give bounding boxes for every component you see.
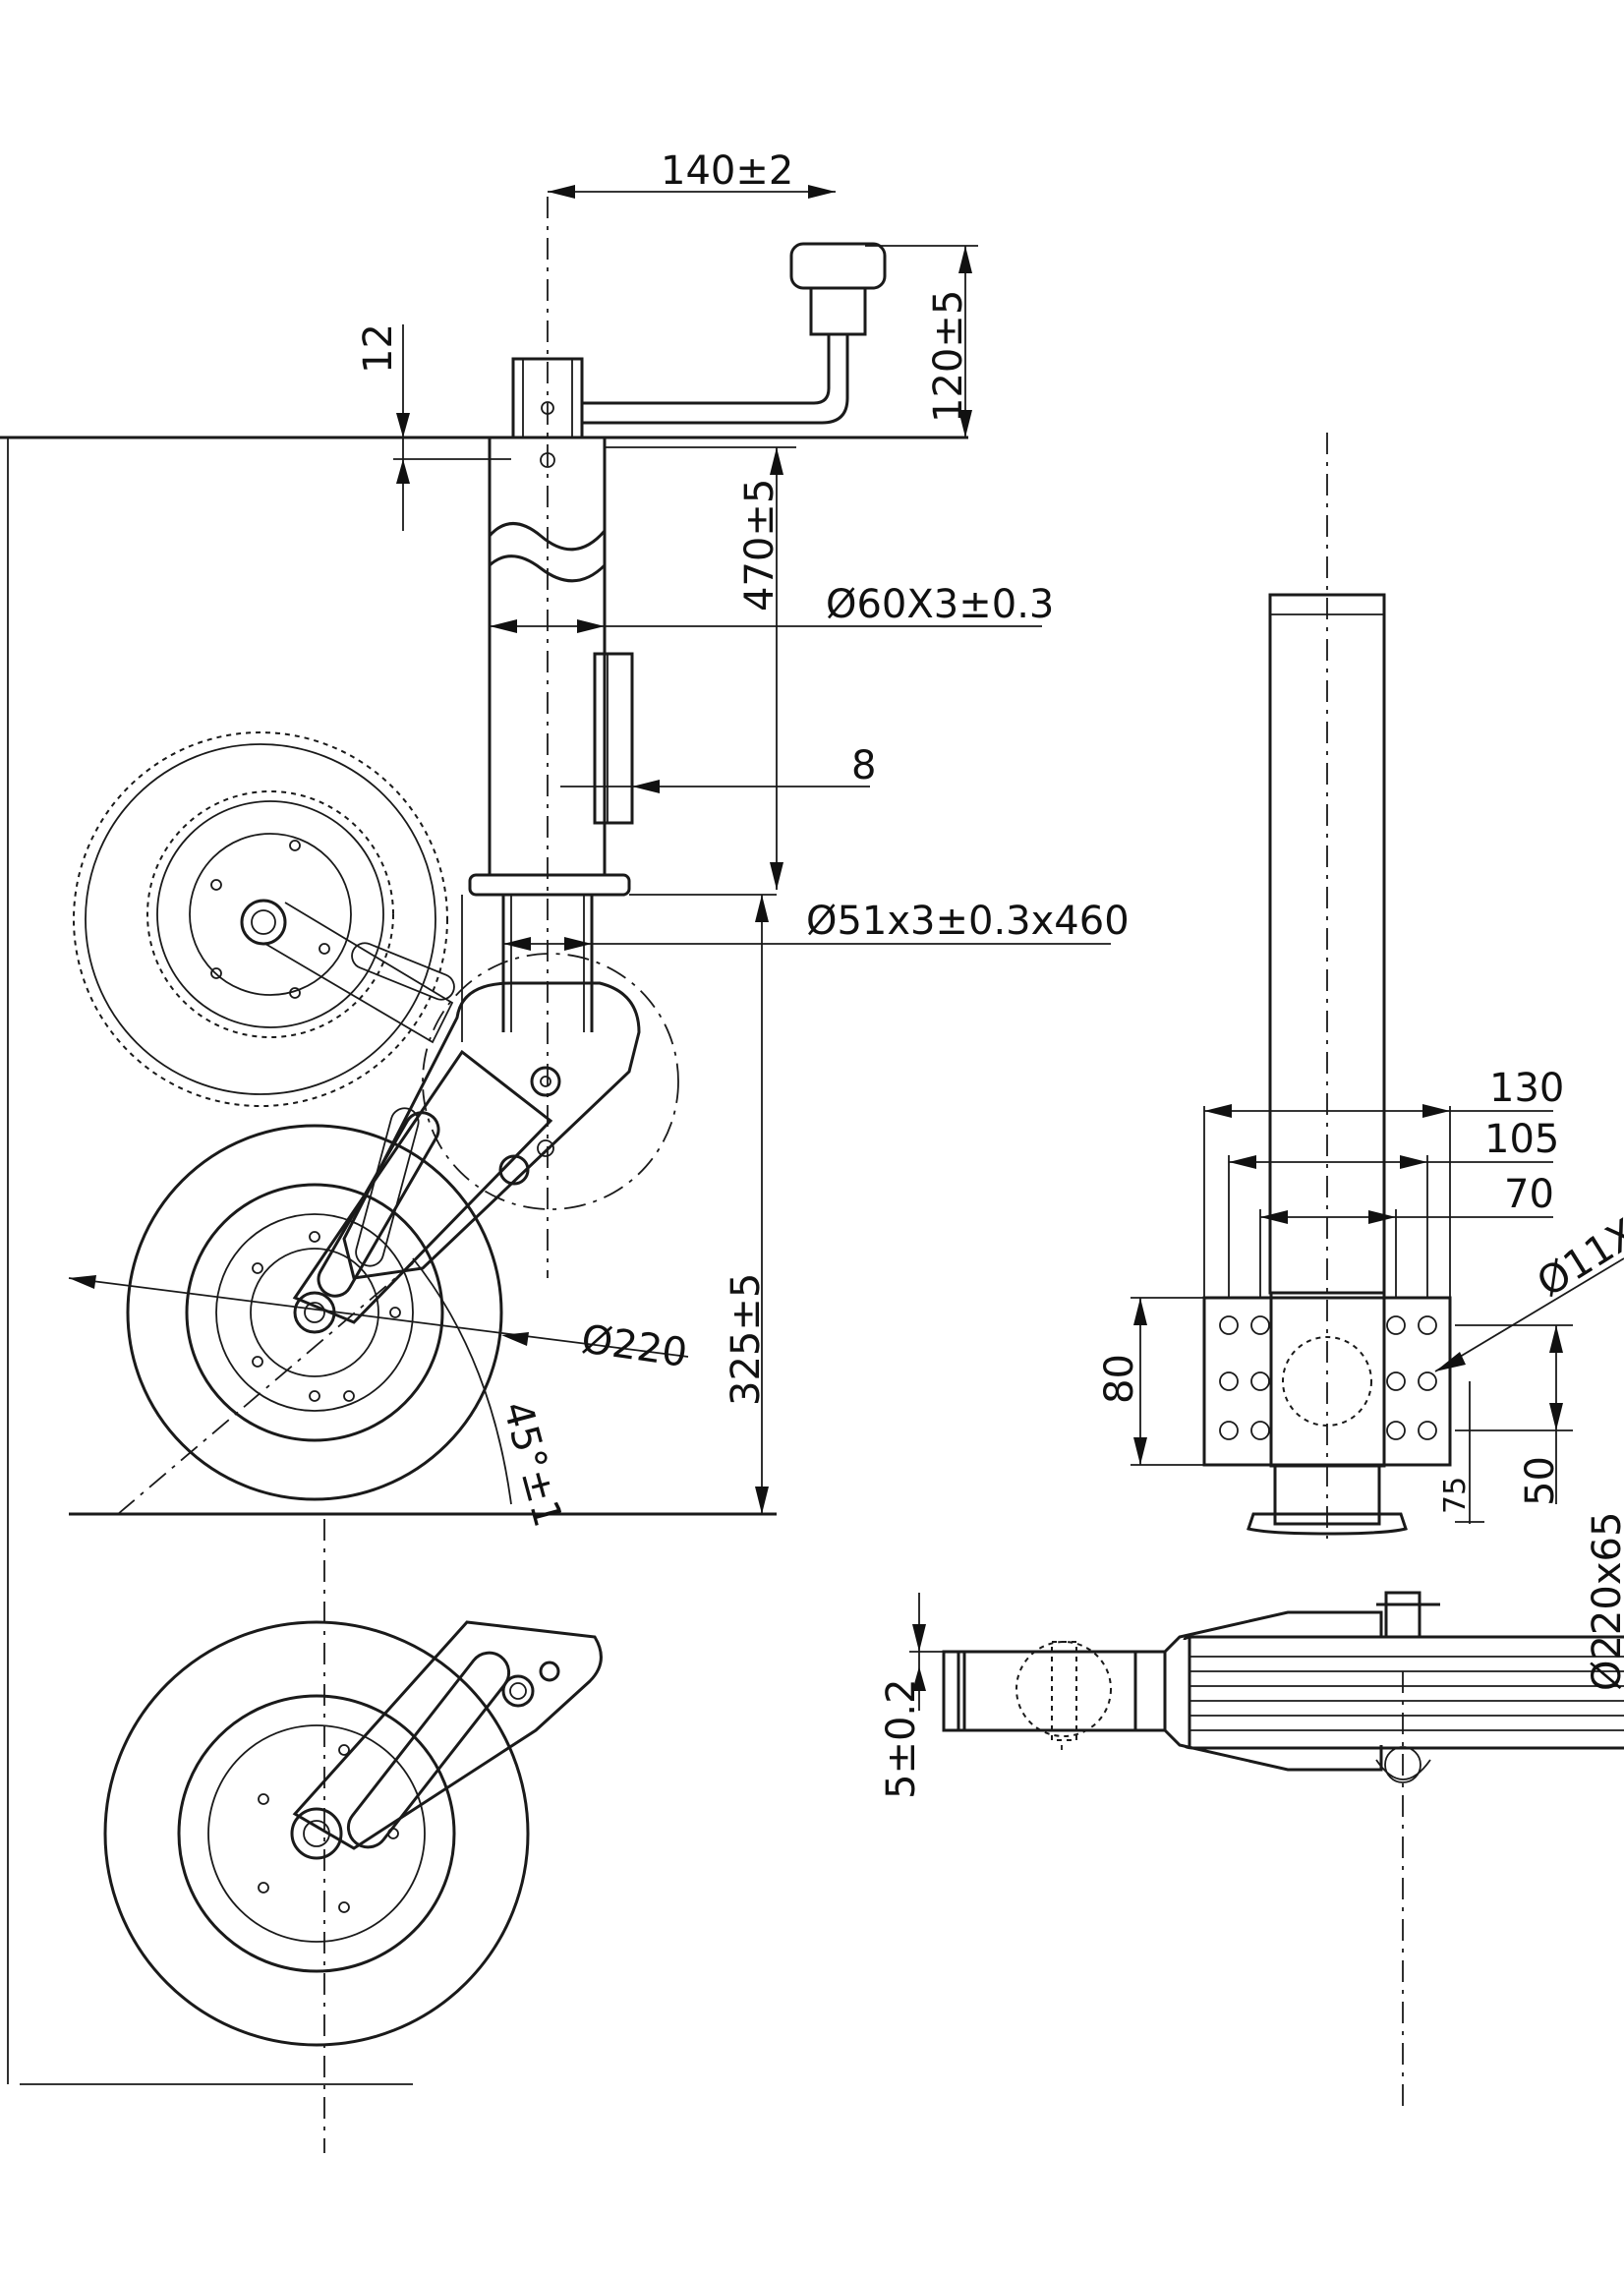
dim-hole-dia: Ø11X	[1530, 1210, 1624, 1306]
dim-plate-thk: 5±0.2	[879, 1678, 924, 1799]
clamp-front-view: 130 105 70 Ø11X 80 50 75	[1097, 433, 1624, 1539]
dim-tyre: Ø220x65	[1585, 1512, 1624, 1691]
dim-inner-tube: Ø51x3±0.3x460	[806, 899, 1130, 944]
dim-hole-pitch: 50	[1518, 1456, 1563, 1506]
dim-flange-h: 80	[1097, 1354, 1142, 1404]
dim-flange-w3: 70	[1504, 1172, 1554, 1217]
dim-pin-offset: 12	[356, 323, 401, 374]
dim-handle-offset: 140±2	[661, 148, 793, 194]
dim-rack-width: 8	[851, 743, 876, 788]
wheel-top-view: 5±0.2 Ø220x65	[879, 1512, 1624, 2114]
dim-flange-w2: 105	[1484, 1117, 1559, 1162]
jockey-wheel-side-view: 140±2 120±5 12	[0, 148, 1130, 2153]
dim-hole-bottom: 75	[1438, 1477, 1473, 1514]
dim-wheel-dia: Ø220	[579, 1316, 690, 1376]
dim-flange-w1: 130	[1489, 1066, 1564, 1111]
dim-wheel-height: 325±5	[724, 1273, 769, 1406]
dim-handle-height: 120±5	[926, 290, 971, 423]
dim-outer-tube: Ø60X3±0.3	[826, 582, 1054, 627]
dim-tube-length: 470±5	[737, 479, 783, 612]
